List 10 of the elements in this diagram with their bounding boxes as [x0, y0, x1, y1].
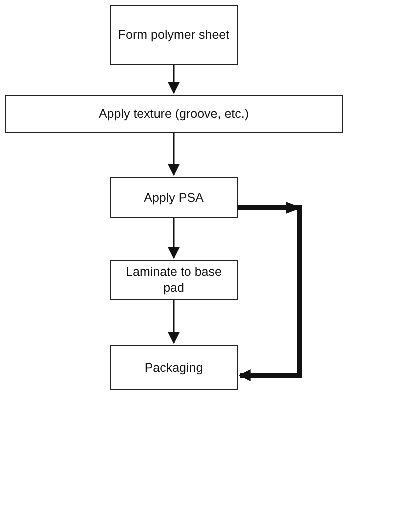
process-label: Form polymer sheet [118, 27, 230, 43]
process-box [110, 177, 238, 218]
process-label: Apply texture (groove, etc.) [98, 106, 250, 122]
process-box [110, 5, 238, 65]
process-label: Laminate to base pad [125, 264, 223, 296]
process-box [110, 260, 238, 300]
process-box [110, 345, 238, 390]
process-box [5, 95, 343, 133]
process-label: Packaging [144, 360, 204, 376]
process-label: Apply PSA [144, 190, 204, 206]
